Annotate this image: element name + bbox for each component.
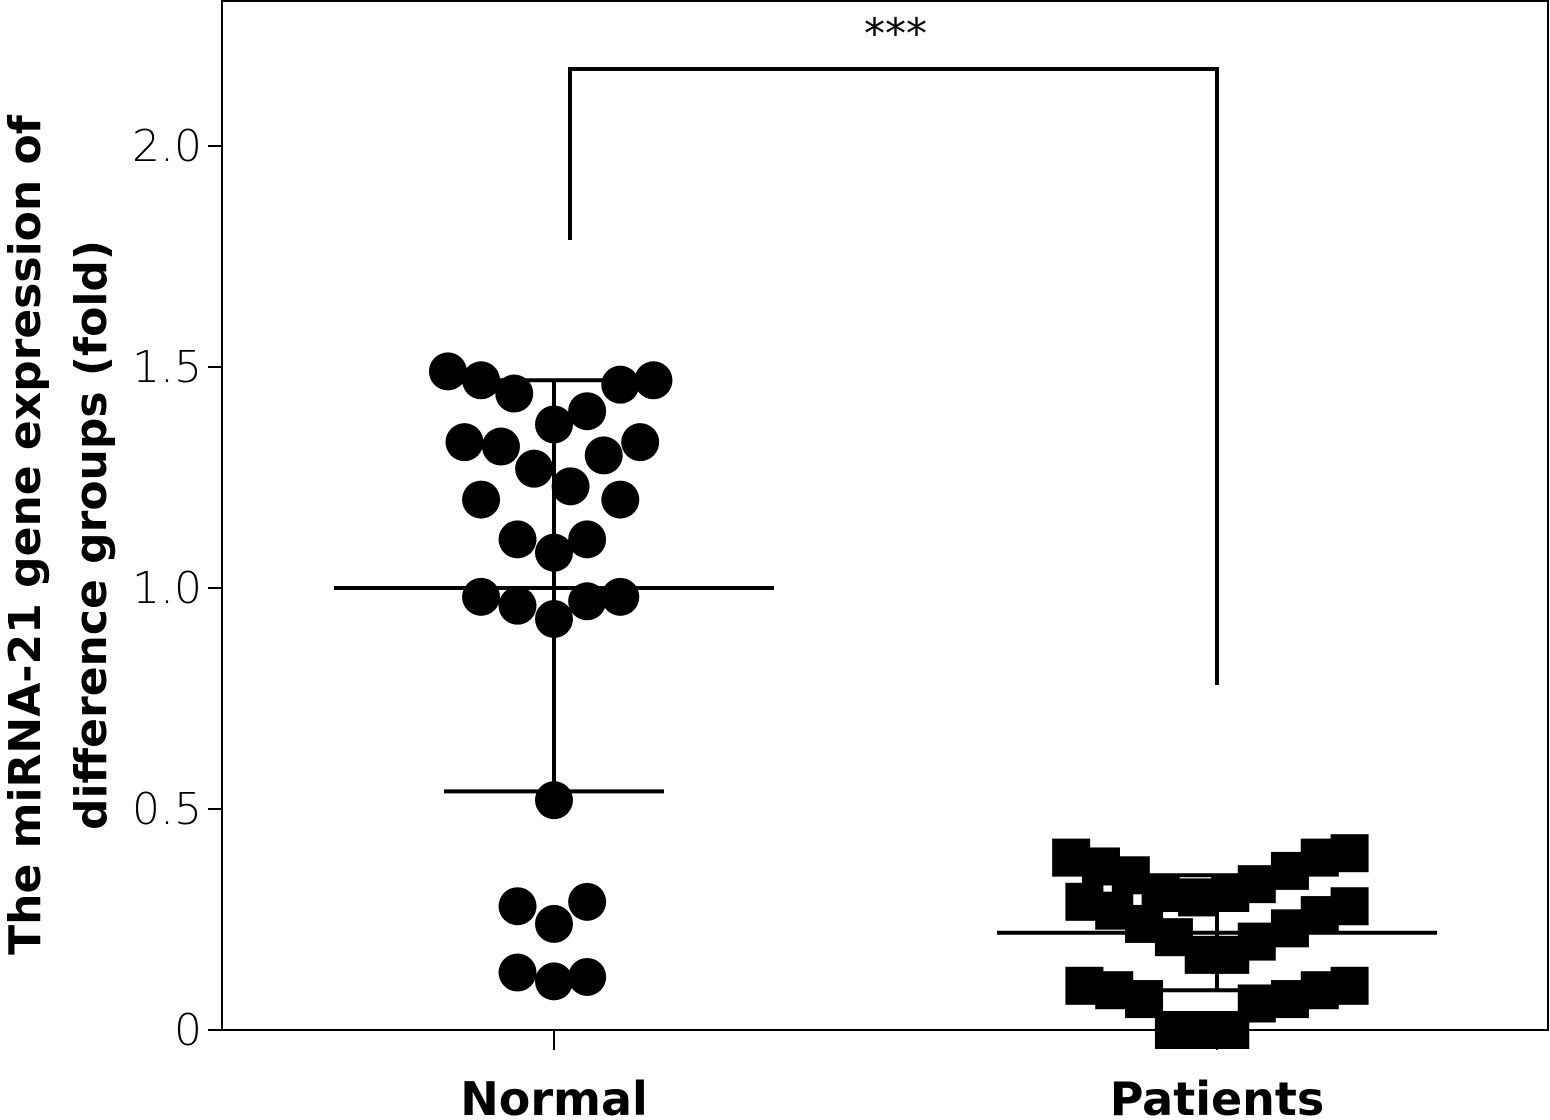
significance-bracket: ***	[568, 9, 1219, 685]
patients-point	[1237, 865, 1276, 904]
normal-point	[445, 423, 484, 462]
patients-point	[1330, 887, 1369, 926]
y-tick-label: 2.0	[132, 121, 202, 172]
normal-point	[601, 365, 640, 404]
error-bars	[334, 378, 1437, 993]
normal-point	[601, 577, 640, 616]
normal-point	[601, 480, 640, 519]
normal-point	[568, 392, 607, 431]
y-axis-title-line2: difference groups (fold)	[66, 240, 117, 830]
normal-point	[462, 480, 501, 519]
patients-point	[1237, 922, 1276, 961]
normal-point	[498, 586, 537, 625]
normal-point	[551, 467, 590, 506]
x-axis: Normal Patients	[460, 1030, 1324, 1120]
normal-point	[568, 957, 607, 996]
significance-line	[568, 67, 1219, 685]
normal-point	[515, 449, 554, 488]
y-axis-title-line1: The miRNA-21 gene expression of	[0, 114, 51, 955]
normal-point	[495, 374, 534, 413]
normal-point	[535, 904, 573, 943]
patients-point	[1330, 834, 1369, 873]
y-tick-label: 0.5	[132, 784, 202, 835]
normal-point	[568, 582, 607, 621]
y-tick-label: 1.5	[132, 342, 202, 393]
x-category-label: Normal	[460, 1072, 648, 1120]
y-tick-label: 0	[174, 1005, 202, 1056]
normal-point	[498, 887, 537, 926]
data-points	[428, 352, 1369, 1049]
normal-point	[584, 436, 623, 475]
plot-frame	[221, 0, 1549, 1031]
normal-point	[462, 577, 501, 616]
normal-point	[568, 520, 607, 559]
x-category-label: Patients	[1110, 1072, 1325, 1120]
y-axis: 0 0.5 1.0 1.5 2.0	[132, 121, 222, 1056]
normal-point	[568, 882, 607, 921]
normal-point	[535, 962, 573, 1001]
normal-point	[621, 423, 660, 462]
patients-point	[1178, 878, 1217, 917]
normal-point	[498, 520, 537, 559]
significance-label: ***	[864, 9, 927, 58]
patients-point	[1330, 966, 1369, 1005]
y-tick-label: 1.0	[132, 563, 202, 614]
normal-point	[428, 352, 467, 391]
normal-point	[498, 953, 537, 992]
normal-point	[481, 427, 520, 466]
